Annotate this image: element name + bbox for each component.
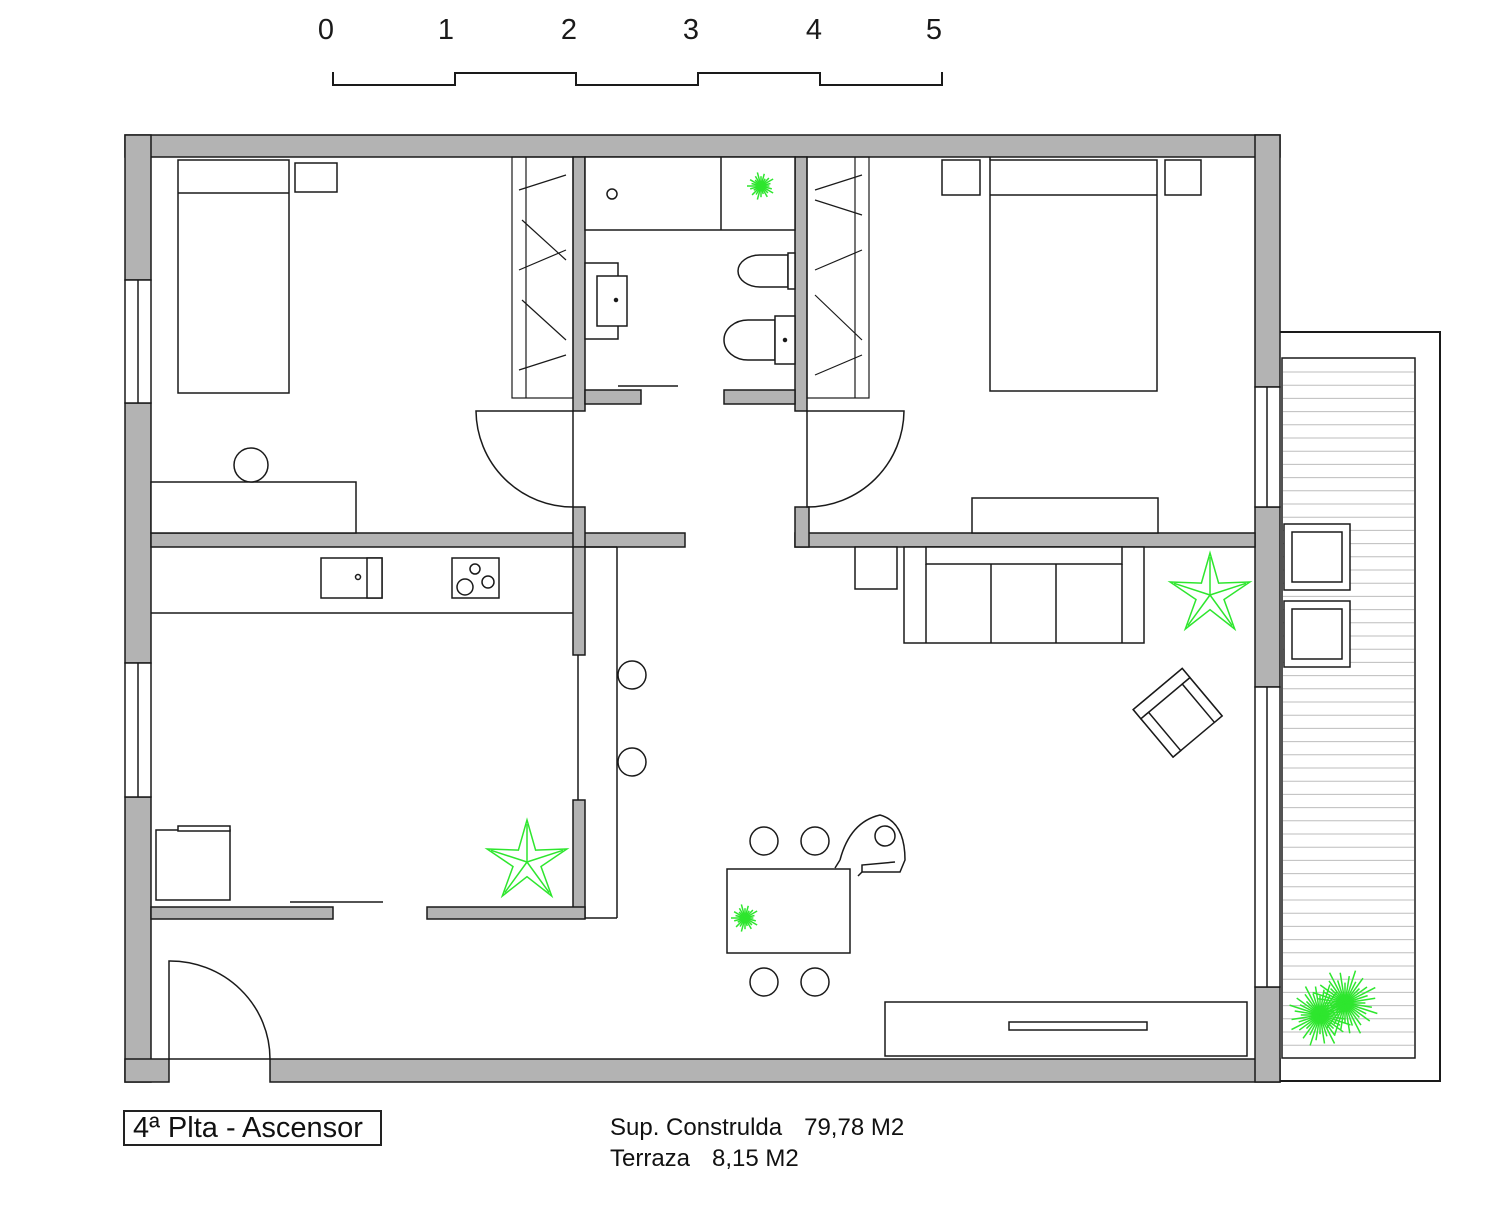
bathroom: [584, 156, 796, 365]
scale-tick-2: 2: [560, 14, 578, 46]
nightstand-right: [1164, 159, 1202, 196]
kitchen: [151, 557, 647, 901]
plant-dining-table: [731, 904, 758, 932]
scale-bar: [332, 72, 943, 86]
side-table: [854, 546, 898, 590]
scale-tick-4: 4: [805, 14, 823, 46]
bedroom-1: [150, 159, 357, 534]
terrace-area-row: Terraza 8,15 M2: [610, 1145, 799, 1173]
built-area-row: Sup. Construlda 79,78 M2: [610, 1114, 904, 1142]
kitchen-openings: [290, 385, 678, 919]
floor-label: 4ª Plta - Ascensor: [123, 1110, 382, 1146]
bidet: [723, 319, 776, 361]
plant-living-corner: [1167, 550, 1253, 632]
terrace: [1280, 331, 1441, 1082]
plants: [484, 172, 1378, 1046]
armchair: [1132, 667, 1224, 759]
interior-walls: [150, 156, 1256, 920]
single-bed: [177, 159, 290, 394]
built-area-value: 79,78 M2: [804, 1114, 905, 1141]
double-bed: [989, 159, 1158, 392]
terrace-decking: [1283, 371, 1414, 1046]
nightstand: [294, 162, 338, 193]
terrace-area-value: 8,15 M2: [712, 1145, 799, 1172]
person-figure: [834, 814, 906, 877]
terrace-chairs: [1283, 523, 1351, 668]
dresser: [971, 497, 1159, 534]
washing-machine: [155, 829, 231, 901]
nightstand-left: [941, 159, 981, 196]
terrace-area-label: Terraza: [610, 1145, 691, 1172]
doors: [168, 410, 905, 1060]
scale-tick-3: 3: [682, 14, 700, 46]
toilet: [737, 254, 789, 288]
stool-1: [617, 660, 647, 690]
built-area-label: Sup. Construlda: [610, 1114, 783, 1141]
wardrobes: [511, 156, 870, 399]
tub-drain: [606, 188, 618, 200]
desk-chair: [233, 447, 269, 483]
stool-2: [617, 747, 647, 777]
exterior-walls: [124, 134, 1281, 1083]
scale-tick-0: 0: [317, 14, 335, 46]
windows: [124, 279, 1281, 988]
desk: [150, 481, 357, 534]
living-room: [726, 546, 1248, 1057]
bedroom-2: [941, 157, 1202, 534]
plant-bathroom: [747, 172, 774, 200]
plant-terrace-2: [1289, 984, 1351, 1046]
scale-tick-5: 5: [925, 14, 943, 46]
scale-tick-1: 1: [437, 14, 455, 46]
plant-kitchen: [484, 817, 570, 899]
bathtub: [584, 156, 796, 231]
